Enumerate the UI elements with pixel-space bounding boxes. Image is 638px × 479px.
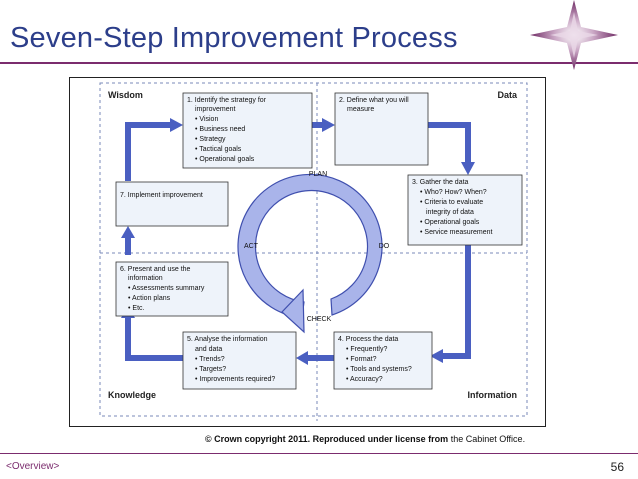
footer-overview-label: <Overview>	[6, 461, 60, 472]
flow-arrow-7-to-1	[125, 122, 170, 181]
diagram-inner-border	[99, 82, 528, 417]
step-3-line-2: • Who? How? When?	[420, 189, 487, 196]
cycle-label-check: CHECK	[307, 316, 332, 323]
step-1-line-1: 1. Identify the strategy for	[187, 97, 267, 104]
step-4-line-3: • Format?	[346, 356, 377, 363]
step-2-line-2: measure	[347, 106, 374, 113]
step-6-line-1: 6. Present and use the	[120, 266, 191, 273]
step-3-line-1: 3. Gather the data	[412, 179, 469, 186]
step-5-line-3: • Trends?	[195, 356, 225, 363]
step-3-line-6: • Service measurement	[420, 229, 493, 236]
step-3-line-5: • Operational goals	[420, 219, 480, 226]
step-4-line-1: 4. Process the data	[338, 336, 398, 343]
step-box-5: 5. Analyse the information and data • Tr…	[182, 331, 297, 390]
flow-arrow-2-to-3	[427, 122, 471, 162]
svg-text:1. Identify the strategy for: 1. Identify the strategy for improvement…	[187, 97, 268, 163]
step-7-line-1: 7. Implement improvement	[120, 192, 203, 199]
flow-arrowhead-4-to-5	[296, 351, 308, 365]
svg-text:7. Implement improvement: 7. Implement improvement	[120, 192, 203, 199]
copyright-notice: © Crown copyright 2011. Reproduced under…	[205, 434, 525, 444]
page-number: 56	[610, 460, 624, 474]
slide-title: Seven-Step Improvement Process	[10, 22, 458, 54]
step-2-line-1: 2. Define what you will	[339, 97, 409, 104]
quadrant-label-wisdom: Wisdom	[108, 90, 143, 100]
svg-text:3. Gather the data • W: 3. Gather the data • Who? How? When? • C…	[412, 179, 493, 236]
title-divider	[0, 62, 638, 64]
flow-arrowhead-7-to-1	[170, 118, 183, 132]
diagram-frame: Wisdom Data Knowledge Information PLAN D…	[69, 77, 546, 427]
step-6-line-2: information	[128, 275, 163, 282]
step-1-line-2: improvement	[195, 106, 236, 113]
flow-arrow-5-to-6	[125, 318, 183, 361]
step-3-line-4: integrity of data	[426, 209, 474, 216]
step-1-line-3: • Vision	[195, 116, 218, 123]
svg-text:6. Present and use the: 6. Present and use the information • Ass…	[120, 266, 206, 312]
copyright-bold-text: © Crown copyright 2011. Reproduced under…	[205, 434, 449, 444]
cycle-label-do: DO	[379, 243, 390, 250]
step-box-2: 2. Define what you will measure	[334, 92, 429, 166]
step-5-line-4: • Targets?	[195, 366, 226, 373]
svg-text:4. Process the data •: 4. Process the data • Frequently? • Form…	[338, 336, 414, 383]
star-logo-icon	[530, 0, 618, 70]
step-6-line-3: • Assessments summary	[128, 285, 205, 292]
step-1-line-4: • Business need	[195, 126, 245, 133]
step-box-7: 7. Implement improvement	[115, 181, 229, 227]
quadrant-label-information: Information	[468, 390, 518, 400]
step-5-line-5: • Improvements required?	[195, 376, 275, 383]
svg-text:2. Define what you will: 2. Define what you will measure	[339, 97, 411, 113]
step-4-line-5: • Accuracy?	[346, 376, 383, 383]
copyright-rest-text: the Cabinet Office.	[448, 434, 526, 444]
step-4-line-2: • Frequently?	[346, 346, 387, 353]
step-box-1: 1. Identify the strategy for improvement…	[182, 92, 313, 169]
step-box-4: 4. Process the data • Frequently? • Form…	[333, 331, 433, 390]
step-6-line-5: • Etc.	[128, 305, 145, 312]
step-5-line-2: and data	[195, 346, 222, 353]
pdca-ring	[237, 173, 383, 319]
step-6-line-4: • Action plans	[128, 295, 171, 302]
pdca-ring-arrowhead	[281, 288, 305, 334]
step-box-3: 3. Gather the data • Who? How? When? • C…	[407, 174, 523, 246]
step-1-line-6: • Tactical goals	[195, 146, 242, 153]
flow-arrowhead-2-to-3	[461, 162, 475, 175]
step-1-line-5: • Strategy	[195, 136, 226, 143]
seven-step-diagram: Wisdom Data Knowledge Information PLAN D…	[99, 82, 528, 421]
svg-text:5. Analyse the information: 5. Analyse the information and data • Tr…	[187, 336, 275, 383]
flow-arrowhead-1-to-2	[322, 118, 335, 132]
quadrant-label-knowledge: Knowledge	[108, 390, 156, 400]
cycle-label-plan: PLAN	[309, 171, 327, 178]
step-4-line-4: • Tools and systems?	[346, 366, 412, 373]
step-box-6: 6. Present and use the information • Ass…	[115, 261, 229, 317]
step-3-line-3: • Criteria to evaluate	[420, 199, 483, 206]
flow-arrow-3-to-4	[443, 245, 471, 359]
step-1-line-7: • Operational goals	[195, 156, 255, 163]
flow-arrowhead-3-to-4	[430, 349, 443, 363]
footer-divider	[0, 453, 638, 454]
quadrant-label-data: Data	[497, 90, 518, 100]
cycle-label-act: ACT	[244, 243, 259, 250]
flow-arrowhead-6-to-7	[121, 226, 135, 238]
step-5-line-1: 5. Analyse the information	[187, 336, 268, 343]
